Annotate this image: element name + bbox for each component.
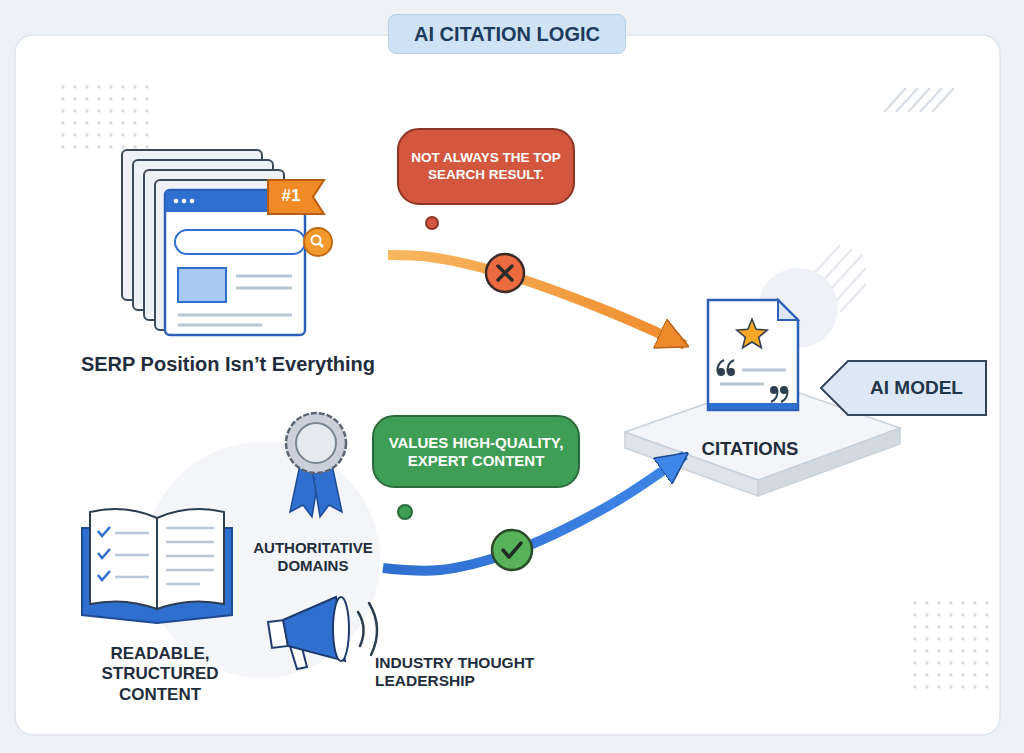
- authority-medal: AUTHORITATIVE DOMAINS: [243, 405, 383, 575]
- model-arrow: AI MODEL: [820, 360, 987, 416]
- node-text: CITATIONS: [702, 438, 799, 460]
- node-text: AI MODEL: [870, 377, 963, 400]
- warning-bubble: NOT ALWAYS THE TOP SEARCH RESULT.: [397, 128, 575, 205]
- serp-illustration: SERP Position Isn’t Everything: [68, 145, 388, 380]
- title-pill: AI CITATION LOGIC: [388, 14, 626, 54]
- bubble-tail: [398, 505, 412, 519]
- dot-grid: [60, 85, 156, 155]
- rejected-flow-arrow: [388, 255, 685, 345]
- search-button: [304, 228, 332, 256]
- text-lines: [115, 528, 214, 584]
- sound-waves: [358, 603, 377, 655]
- reject-cross: [498, 266, 512, 280]
- page-fold: [778, 300, 798, 320]
- browser-dot: [182, 199, 187, 204]
- quote-mark: [771, 390, 788, 402]
- accept-check: [503, 543, 521, 557]
- node-text: NOT ALWAYS THE TOP SEARCH RESULT.: [405, 150, 567, 182]
- node-text: INDUSTRY THOUGHT LEADERSHIP: [375, 654, 545, 691]
- book-page: [90, 509, 157, 609]
- image-block: [178, 268, 226, 302]
- hatch-lines: [884, 88, 954, 112]
- star-icon: [737, 319, 767, 348]
- search-bar: [175, 230, 305, 254]
- text-lines: [720, 370, 786, 384]
- node-text: SERP Position Isn’t Everything: [81, 352, 375, 376]
- book-page: [157, 509, 224, 609]
- text-lines: [178, 276, 292, 325]
- node-text: AUTHORITATIVE DOMAINS: [243, 539, 383, 575]
- node-text: READABLE, STRUCTURED CONTENT: [93, 644, 228, 705]
- arrow-shape: [821, 361, 986, 415]
- node-text: VALUES HIGH-QUALITY, EXPERT CONTENT: [382, 434, 570, 470]
- document-base: [709, 403, 797, 409]
- dot-grid: [905, 600, 991, 690]
- megaphone-mouth: [333, 597, 349, 661]
- citation-document: [708, 300, 798, 410]
- reject-circle: [486, 254, 524, 292]
- medal: [286, 413, 346, 473]
- bubble-tail: [426, 217, 438, 229]
- value-bubble: VALUES HIGH-QUALITY, EXPERT CONTENT: [372, 415, 580, 488]
- leadership-megaphone: INDUSTRY THOUGHT LEADERSHIP: [255, 585, 545, 697]
- accept-circle: [492, 530, 532, 570]
- citations-platform: CITATIONS: [685, 295, 815, 460]
- browser-dot: [174, 199, 179, 204]
- magnifier: [319, 243, 323, 247]
- content-book: READABLE, STRUCTURED CONTENT: [80, 500, 240, 705]
- rank-label: #1: [268, 186, 314, 206]
- rank-flag: [268, 180, 324, 214]
- medal-center: [296, 423, 336, 463]
- card: [15, 35, 1000, 735]
- browser-dot: [190, 199, 195, 204]
- quote-mark: [717, 360, 734, 372]
- checklist-marks: [98, 527, 110, 580]
